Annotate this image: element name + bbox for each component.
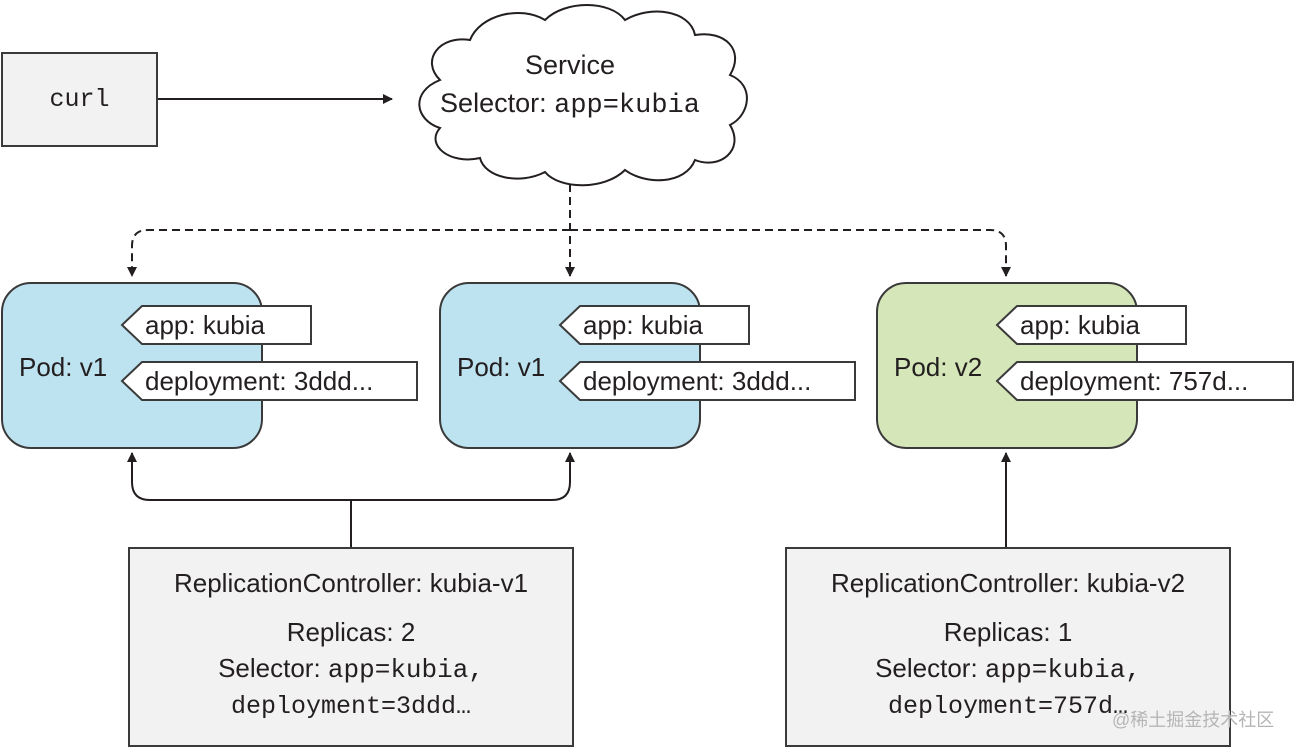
rc-selector-value: app=kubia,	[327, 655, 484, 685]
replication-controller-kubia-v2: ReplicationController: kubia-v2 Replicas…	[785, 547, 1231, 747]
pod-label: Pod: v2	[894, 352, 983, 382]
curl-client-box: curl	[1, 52, 158, 147]
service-selector-value: app=kubia	[554, 91, 700, 121]
pod-label-tag-deployment: deployment: 757d...	[995, 361, 1294, 401]
service-label: Service Selector: app=kubia	[400, 46, 740, 125]
rc-replicas: Replicas: 1	[943, 617, 1073, 647]
rc-selector-label: Selector:	[875, 653, 978, 683]
service-cloud	[418, 4, 748, 187]
rc-selector-value: app=kubia,	[984, 655, 1141, 685]
watermark: @稀土掘金技术社区	[1112, 710, 1275, 730]
service-title: Service	[524, 50, 616, 80]
service-dashed-left	[127, 229, 570, 277]
service-dashed-right	[570, 229, 1011, 277]
pod-label-tag-app: app: kubia	[120, 305, 312, 345]
curl-label: curl	[49, 85, 110, 114]
rc-title: ReplicationController: kubia-v2	[830, 568, 1186, 598]
pod-label: Pod: v1	[19, 352, 108, 382]
rc-selector-label: Selector:	[218, 653, 321, 683]
rc-title: ReplicationController: kubia-v1	[173, 568, 529, 598]
replication-controller-kubia-v1: ReplicationController: kubia-v1 Replicas…	[128, 547, 574, 747]
pod-label-tag-app: app: kubia	[995, 305, 1187, 345]
rc-selector-deployment: deployment=3ddd…	[230, 692, 472, 721]
rc-v1-to-pod1-arrow	[127, 452, 352, 547]
pod-label-tag-app: app: kubia	[558, 305, 750, 345]
rc-selector-deployment: deployment=757d…	[887, 692, 1129, 721]
pod-label-tag-deployment: deployment: 3ddd...	[120, 361, 418, 401]
pod-label: Pod: v1	[457, 352, 546, 382]
pod-label-tag-deployment: deployment: 3ddd...	[558, 361, 856, 401]
rc-replicas: Replicas: 2	[286, 617, 416, 647]
service-selector-label: Selector:	[440, 88, 547, 118]
rc-v1-to-pod2-arrow	[351, 452, 575, 501]
